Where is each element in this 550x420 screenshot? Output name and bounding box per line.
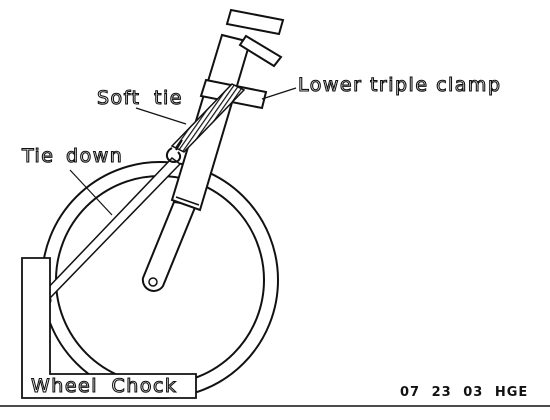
axle: [148, 277, 158, 287]
lower-triple-clamp-label: Lower triple clamp: [297, 74, 502, 96]
fork-leg: [141, 200, 198, 292]
wheel-chock: [21, 257, 197, 399]
leader-lines: [69, 87, 297, 216]
upper-hook: [166, 139, 183, 164]
drawing-code: 07 23 03 HGE: [400, 385, 529, 400]
handlebar: [238, 34, 283, 68]
soft-tie: [170, 83, 246, 153]
fork-cap: [225, 8, 285, 36]
soft-tie-label: Soft tie: [96, 87, 183, 109]
wheel-chock-label: Wheel Chock: [30, 375, 178, 397]
tie-down-label: Tie down: [21, 145, 124, 167]
